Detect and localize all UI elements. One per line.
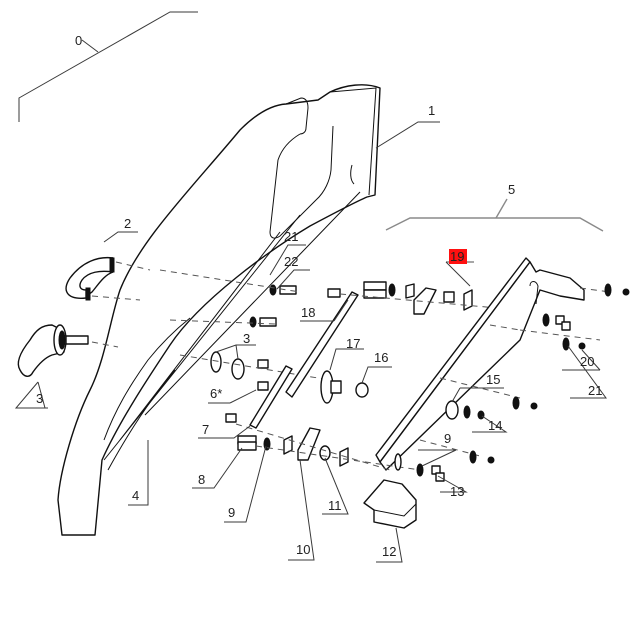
callout-11[interactable]: 11: [328, 498, 342, 513]
callout-7[interactable]: 7: [202, 422, 209, 437]
callout-6[interactable]: 6*: [210, 386, 222, 401]
callout-9-right[interactable]: 9: [444, 431, 451, 446]
assembly-bracket-0: [18, 11, 198, 122]
callout-20[interactable]: 20: [580, 354, 594, 369]
callout-4[interactable]: 4: [132, 488, 139, 503]
hardware-bottom-row: [235, 423, 421, 471]
callout-17[interactable]: 17: [346, 336, 360, 351]
hardware-right: [445, 283, 630, 464]
callout-21-right[interactable]: 21: [588, 383, 602, 398]
callout-9-left[interactable]: 9: [228, 505, 235, 520]
callout-13[interactable]: 13: [450, 484, 464, 499]
hardware-top-row: [327, 281, 521, 315]
pivot-17: [320, 370, 342, 404]
callout-18[interactable]: 18: [301, 305, 315, 320]
callout-10[interactable]: 10: [296, 542, 310, 557]
leader-lines: [14, 121, 607, 563]
callout-2[interactable]: 2: [124, 216, 131, 231]
callout-3-lever[interactable]: 3: [36, 391, 43, 406]
callout-12[interactable]: 12: [382, 544, 396, 559]
mount-bracket-12: [363, 453, 445, 529]
callout-21-left[interactable]: 21: [284, 229, 298, 244]
callout-1[interactable]: 1: [428, 103, 435, 118]
link-bar-18: [285, 291, 359, 398]
link-bar-7: [249, 365, 293, 429]
callout-22[interactable]: 22: [284, 254, 298, 269]
callout-5[interactable]: 5: [508, 182, 515, 197]
callout-0[interactable]: 0: [75, 33, 82, 48]
assembly-bracket-5: [385, 198, 604, 232]
callout-8[interactable]: 8: [198, 472, 205, 487]
callout-16[interactable]: 16: [374, 350, 388, 365]
callout-14[interactable]: 14: [488, 418, 502, 433]
callout-19[interactable]: 19: [450, 249, 464, 264]
handle-frame-part: [57, 84, 381, 536]
lever-part: [17, 324, 119, 377]
bushing-16: [355, 382, 369, 398]
frame-rail-part: [375, 257, 611, 471]
callout-15[interactable]: 15: [486, 372, 500, 387]
callout-19-highlight: [449, 249, 467, 264]
callout-labels: 0 1 2 3 3 4 5 6* 7 8 9 9 10 11 12 13 14 …: [36, 33, 602, 559]
grip-tube-part: [65, 256, 151, 301]
callout-3-washer[interactable]: 3: [243, 331, 250, 346]
hardware-left: [159, 269, 331, 423]
